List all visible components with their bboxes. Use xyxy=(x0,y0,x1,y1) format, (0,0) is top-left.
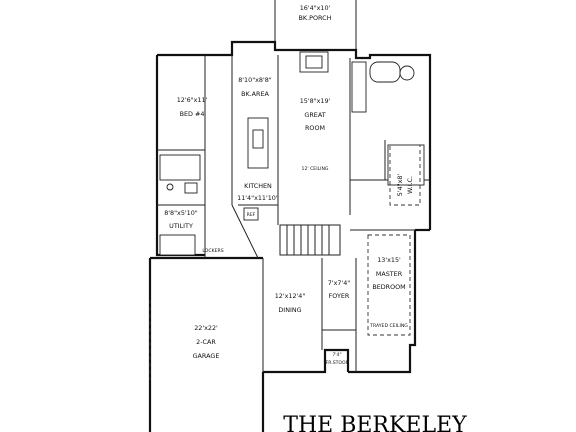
garage-name: 2-CAR xyxy=(196,338,216,346)
dining-dim: 12'x12'4" xyxy=(275,292,306,300)
garage-name2: GARAGE xyxy=(193,352,220,360)
great-name: GREAT xyxy=(304,111,325,119)
room-foyer: 7'x7'4" FOYER xyxy=(328,279,350,300)
foyer-name: FOYER xyxy=(329,292,350,300)
bkarea-dim: 8'10"x8'8" xyxy=(238,76,272,84)
kitchen-name: KITCHEN xyxy=(244,182,272,190)
room-great: 15'8"x19' GREAT ROOM 12' CEILING xyxy=(300,97,331,172)
bed4-name: BED #4 xyxy=(180,110,205,118)
plan-title: THE BERKELEY xyxy=(283,413,467,432)
wic-shelf-outline xyxy=(389,144,421,206)
ref-label: REF xyxy=(247,212,256,218)
room-garage: 22'x22' 2-CAR GARAGE xyxy=(193,324,220,360)
room-porch: 16'4"x10' BK.PORCH xyxy=(299,4,332,22)
room-kitchen: KITCHEN 11'4"x11'10" REF xyxy=(237,182,279,218)
porch-dim: 16'4"x10' xyxy=(300,4,331,12)
room-wic: 5'4"x8' W.I.C. xyxy=(396,174,414,197)
foyer-dim: 7'x7'4" xyxy=(328,279,350,287)
room-utility: 8'8"x5'10" UTILITY LOCKERS xyxy=(164,209,223,254)
room-bkarea: 8'10"x8'8" BK.AREA xyxy=(238,76,272,98)
wic-dim: 5'4"x8' xyxy=(396,174,404,197)
master-dim: 13'x15' xyxy=(377,256,401,264)
room-bed4: 12'6"x11' BED #4 xyxy=(177,96,208,118)
fixtures xyxy=(159,61,425,256)
room-frstoop: 7'4" FR.STOOP xyxy=(326,352,349,366)
trayed-ceiling-outline xyxy=(367,234,411,336)
porch-name: BK.PORCH xyxy=(299,14,332,22)
frstoop-dim: 7'4" xyxy=(332,352,341,358)
great-dim: 15'8"x19' xyxy=(300,97,331,105)
back-porch xyxy=(274,0,357,73)
kitchen-dim: 11'4"x11'10" xyxy=(237,194,279,202)
staircase xyxy=(279,224,341,256)
room-dining: 12'x12'4" DINING xyxy=(275,292,306,314)
bed4-dim: 12'6"x11' xyxy=(177,96,208,104)
great-name2: ROOM xyxy=(305,124,325,132)
master-name: MASTER xyxy=(376,270,403,278)
master-note: TRAYED CEILING xyxy=(369,323,408,329)
dining-name: DINING xyxy=(278,306,301,314)
room-master: 13'x15' MASTER BEDROOM TRAYED CEILING xyxy=(369,256,408,329)
interior-walls xyxy=(157,55,430,372)
frstoop-name: FR.STOOP xyxy=(326,360,349,366)
garage-dim: 22'x22' xyxy=(194,324,218,332)
bkarea-name: BK.AREA xyxy=(241,90,269,98)
utility-name: UTILITY xyxy=(169,222,193,230)
great-note: 12' CEILING xyxy=(302,166,329,172)
lockers-label: LOCKERS xyxy=(202,248,223,254)
wic-name: W.I.C. xyxy=(406,176,414,194)
master-name2: BEDROOM xyxy=(372,283,405,291)
utility-dim: 8'8"x5'10" xyxy=(164,209,198,217)
